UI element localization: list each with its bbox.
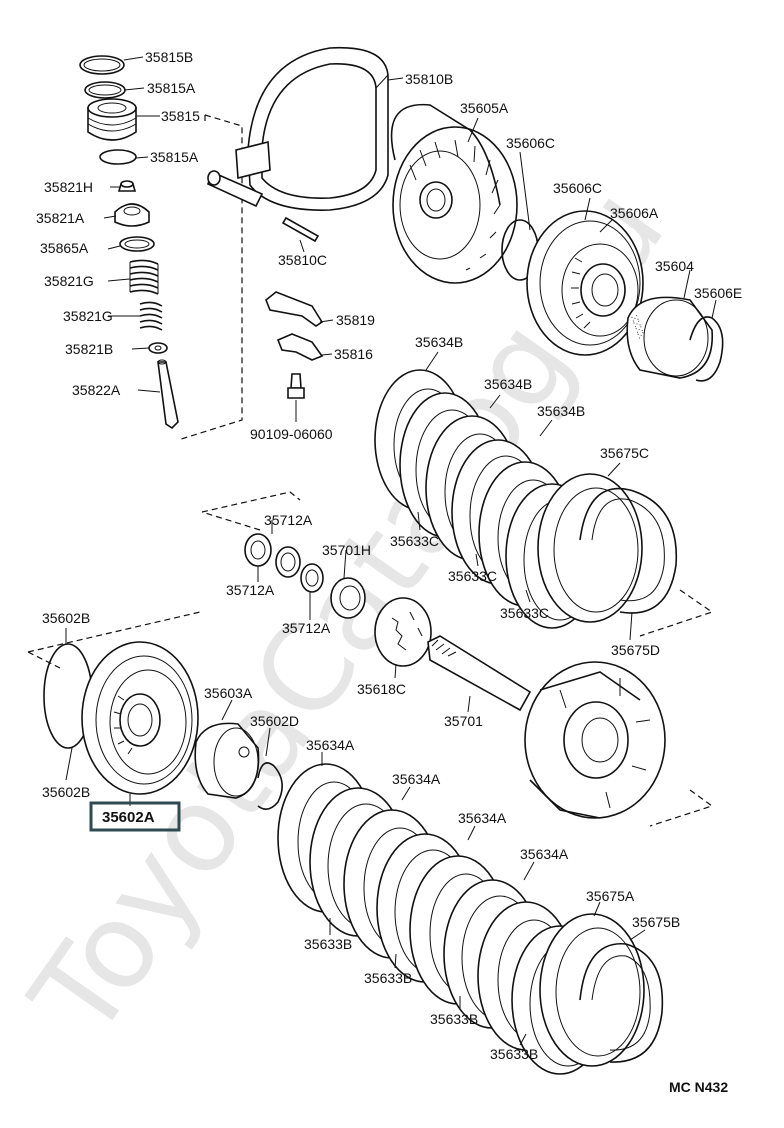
part-35701H-bearing[interactable]	[330, 577, 366, 619]
part-35675B-snap-ring[interactable]	[579, 943, 664, 1063]
label-35633C[interactable]: 35633C	[500, 605, 549, 621]
part-35618C-thrust-plate[interactable]	[374, 597, 432, 667]
part-35604-spring-retainer[interactable]: ⵘⵘⵘⵘ	[626, 296, 713, 379]
label-35675C[interactable]: 35675C	[600, 445, 649, 461]
part-35603A-spring-retainer[interactable]	[194, 722, 260, 799]
part-35675C-flange[interactable]	[537, 473, 643, 623]
label-35634B[interactable]: 35634B	[484, 376, 532, 392]
label-35821G[interactable]: 35821G	[44, 273, 94, 289]
part-35815-piston[interactable]	[87, 98, 137, 141]
label-35602A[interactable]: 35602A	[102, 809, 155, 826]
label-35819[interactable]: 35819	[336, 312, 375, 328]
part-35712A-washer-2[interactable]	[275, 546, 301, 578]
part-35821H-nut[interactable]	[117, 180, 137, 192]
label-35712A[interactable]: 35712A	[282, 620, 331, 636]
label-35633B[interactable]: 35633B	[364, 970, 412, 986]
part-35810C-pin[interactable]	[281, 216, 320, 243]
label-35633B[interactable]: 35633B	[430, 1011, 478, 1027]
part-35606A-clutch-piston[interactable]	[526, 210, 644, 356]
label-35606C[interactable]: 35606C	[553, 180, 602, 196]
label-35634B[interactable]: 35634B	[537, 403, 585, 419]
part-35821G-spring-outer[interactable]	[129, 259, 159, 295]
label-35815A[interactable]: 35815A	[147, 80, 196, 96]
label-35618C[interactable]: 35618C	[357, 681, 406, 697]
part-35606E-snap-ring[interactable]	[689, 316, 724, 382]
label-35606C[interactable]: 35606C	[506, 135, 555, 151]
part-35815A-o-ring-upper[interactable]	[84, 81, 126, 99]
leader-lines	[65, 56, 717, 1046]
label-35701[interactable]: 35701	[444, 713, 483, 729]
clutch-pack-bottom-outline	[27, 611, 714, 827]
part-90109-06060-bolt[interactable]	[287, 373, 305, 399]
label-35634A[interactable]: 35634A	[458, 810, 507, 826]
label-35865A[interactable]: 35865A	[40, 240, 89, 256]
label-35634A[interactable]: 35634A	[306, 737, 355, 753]
label-35606E[interactable]: 35606E	[694, 285, 742, 301]
part-35822A-rod[interactable]	[157, 359, 179, 430]
brake-piston-group-outline	[177, 114, 243, 441]
label-35602B[interactable]: 35602B	[42, 784, 90, 800]
label-35821B[interactable]: 35821B	[65, 341, 113, 357]
label-35815B[interactable]: 35815B	[145, 49, 193, 65]
part-35712A-washer-1[interactable]	[244, 533, 272, 567]
label-35810B[interactable]: 35810B	[405, 71, 453, 87]
label-35604[interactable]: 35604	[655, 258, 694, 274]
part-35605A-clutch-drum[interactable]	[390, 103, 518, 284]
label-35633B[interactable]: 35633B	[490, 1046, 538, 1062]
part-35821A-cover[interactable]	[114, 203, 150, 227]
selected-part-highlight[interactable]	[89, 801, 181, 832]
label-90109-06060[interactable]: 90109-06060	[250, 426, 333, 442]
clutch-pack-top-outline	[201, 491, 714, 637]
label-35675A[interactable]: 35675A	[586, 888, 635, 904]
label-35634A[interactable]: 35634A	[392, 771, 441, 787]
label-35633C[interactable]: 35633C	[448, 568, 497, 584]
label-35712A[interactable]: 35712A	[264, 512, 313, 528]
part-35602A-clutch-piston[interactable]	[81, 641, 199, 795]
label-35815[interactable]: 35815	[161, 108, 200, 124]
label-35634A[interactable]: 35634A	[520, 846, 569, 862]
label-35633B[interactable]: 35633B	[304, 936, 352, 952]
label-35821H[interactable]: 35821H	[44, 179, 93, 195]
part-35675D-snap-ring[interactable]	[579, 487, 678, 614]
part-35821B-washer[interactable]	[148, 342, 168, 354]
label-35606A[interactable]: 35606A	[610, 205, 659, 221]
part-35602D-snap-ring[interactable]	[257, 762, 283, 810]
label-35701H[interactable]: 35701H	[322, 542, 371, 558]
part-35815B-snap-ring[interactable]	[79, 55, 125, 75]
part-35712A-washer-3[interactable]	[300, 563, 324, 593]
part-35821G-spring-inner[interactable]	[139, 301, 163, 331]
label-35822A[interactable]: 35822A	[72, 382, 121, 398]
label-35816[interactable]: 35816	[334, 346, 373, 362]
label-35634B[interactable]: 35634B	[415, 334, 463, 350]
label-35603A[interactable]: 35603A	[204, 685, 253, 701]
label-35602B[interactable]: 35602B	[42, 610, 90, 626]
label-35712A[interactable]: 35712A	[226, 582, 275, 598]
label-35605A[interactable]: 35605A	[460, 100, 509, 116]
label-35810C[interactable]: 35810C	[278, 252, 327, 268]
part-35701-input-shaft[interactable]	[427, 635, 666, 819]
label-35602D[interactable]: 35602D	[250, 713, 299, 729]
diagram-code: MC N432	[669, 1079, 728, 1095]
part-35810B-brake-band[interactable]	[247, 46, 389, 211]
label-35675D[interactable]: 35675D	[611, 642, 660, 658]
part-35819-bracket[interactable]	[265, 291, 324, 327]
label-35633C[interactable]: 35633C	[390, 533, 439, 549]
label-35821G[interactable]: 35821G	[63, 308, 113, 324]
part-35865A-o-ring[interactable]	[119, 236, 155, 252]
part-35815A-o-ring-lower[interactable]	[99, 149, 137, 165]
part-35816-lever[interactable]	[276, 333, 324, 361]
label-35675B[interactable]: 35675B	[632, 914, 680, 930]
part-35675A-flange[interactable]	[539, 913, 645, 1067]
label-35821A[interactable]: 35821A	[36, 210, 85, 226]
brake-band-strut[interactable]	[207, 140, 271, 208]
label-35815A[interactable]: 35815A	[150, 149, 199, 165]
